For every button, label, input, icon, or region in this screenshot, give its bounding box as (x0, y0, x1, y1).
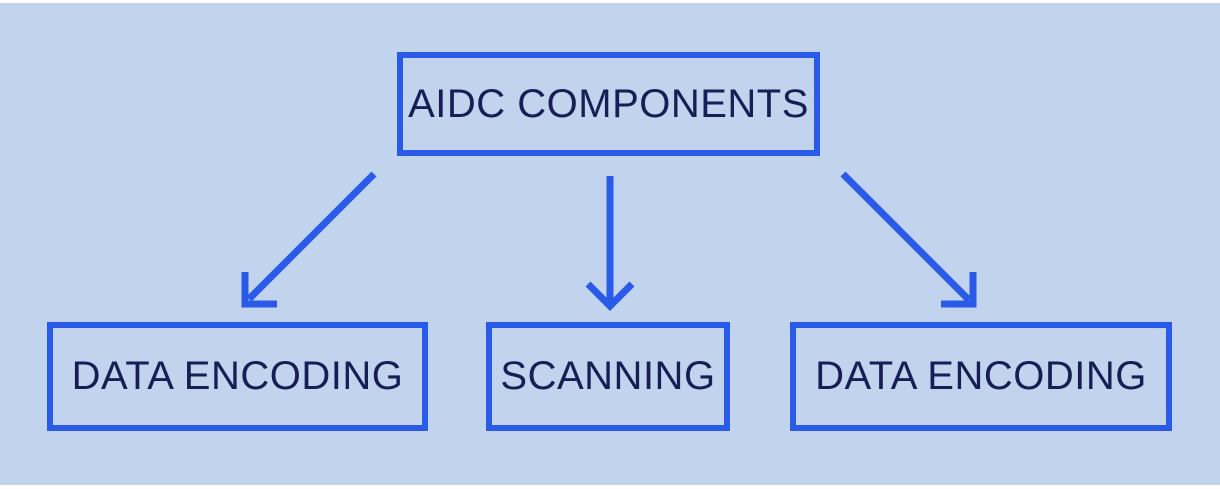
arrow-root-to-center-icon (585, 176, 635, 311)
node-data-encoding-left-label: DATA ENCODING (71, 354, 404, 398)
diagram-canvas: AIDC COMPONENTS DATA ENCODING SCANNING D… (0, 3, 1220, 485)
node-scanning: SCANNING (486, 322, 730, 431)
arrow-root-to-right-icon (840, 171, 977, 308)
node-data-encoding-left: DATA ENCODING (47, 322, 428, 431)
arrow-root-to-left-icon (241, 171, 377, 308)
node-data-encoding-right: DATA ENCODING (790, 322, 1172, 431)
node-aidc-components-label: AIDC COMPONENTS (408, 81, 809, 126)
node-aidc-components: AIDC COMPONENTS (397, 52, 820, 156)
node-scanning-label: SCANNING (500, 354, 716, 398)
node-data-encoding-right-label: DATA ENCODING (815, 354, 1147, 398)
